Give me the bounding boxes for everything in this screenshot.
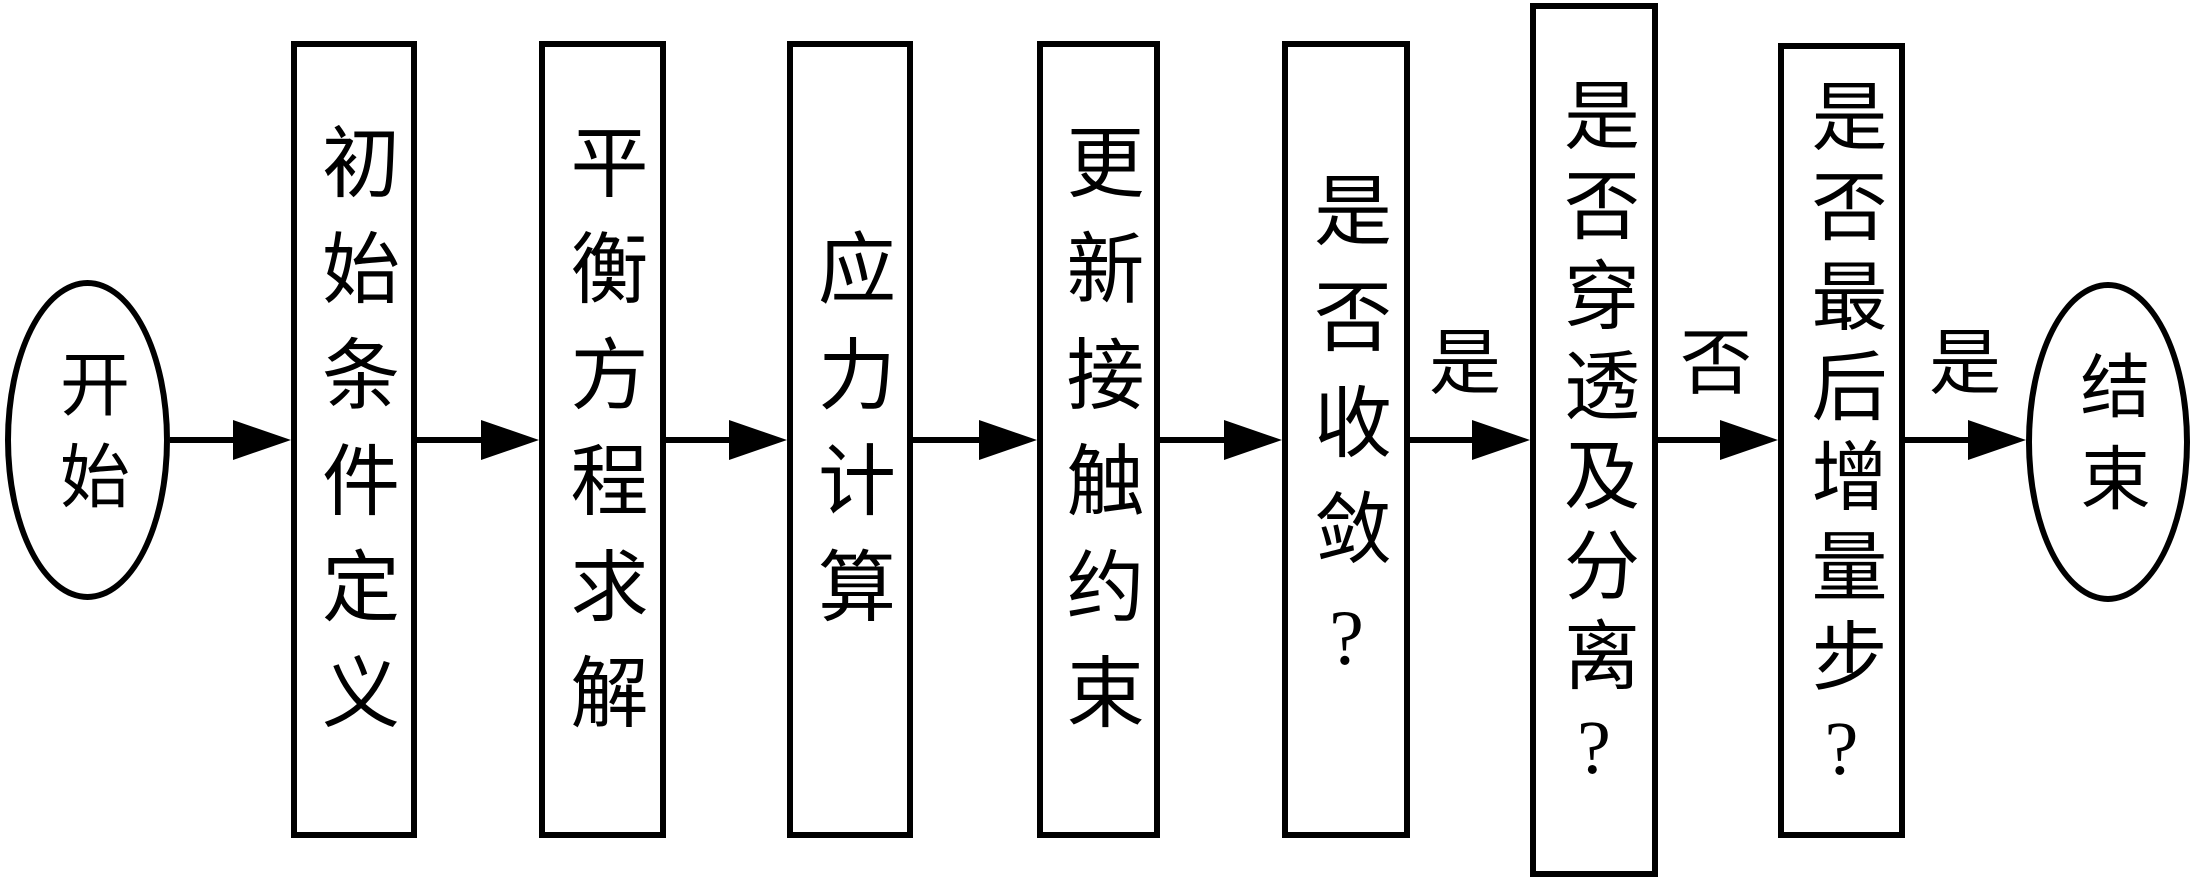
arrow-convergence-to-penetration — [1410, 420, 1530, 460]
arrow-line — [913, 437, 987, 443]
step-label: 初始条件定义 — [311, 121, 398, 758]
flow-node-update-contact-constraints: 更新接触约束 — [1037, 41, 1160, 838]
end-label: 结束 — [2070, 350, 2147, 534]
arrow-line — [1905, 437, 1976, 443]
arrow-stress-to-update — [913, 420, 1037, 460]
arrow-line — [1410, 437, 1480, 443]
arrow-lastincrement-to-end — [1905, 420, 2026, 460]
arrowhead-icon — [1472, 420, 1530, 460]
edge-label-no-penetration: 否 — [1679, 324, 1752, 404]
arrowhead-icon — [1968, 420, 2026, 460]
flow-node-end: 结束 — [2026, 282, 2190, 602]
arrow-start-to-initial — [170, 420, 291, 460]
flow-node-penetration-separation-check: 是否穿透及分离? — [1530, 3, 1658, 877]
edge-label-yes-converged: 是 — [1428, 324, 1501, 404]
arrow-update-to-convergence — [1160, 420, 1282, 460]
arrow-line — [1160, 437, 1232, 443]
flow-node-initial-conditions: 初始条件定义 — [291, 41, 417, 838]
step-label: 是否收敛? — [1303, 170, 1390, 709]
arrow-line — [417, 437, 489, 443]
arrow-line — [666, 437, 737, 443]
arrowhead-icon — [233, 420, 291, 460]
step-label: 是否穿透及分离? — [1552, 76, 1636, 804]
arrow-equilibrium-to-stress — [666, 420, 787, 460]
flow-node-start: 开始 — [5, 280, 170, 600]
step-label: 是否最后增量步? — [1799, 76, 1884, 805]
step-label: 更新接触约束 — [1055, 121, 1143, 758]
flow-node-stress-calculation: 应力计算 — [787, 41, 913, 838]
arrow-penetration-to-lastincrement — [1658, 420, 1778, 460]
edge-label-yes-laststep: 是 — [1928, 324, 2001, 404]
arrowhead-icon — [1224, 420, 1282, 460]
arrow-line — [1658, 437, 1728, 443]
step-label: 平衡方程求解 — [559, 121, 647, 758]
flow-node-convergence-check: 是否收敛? — [1282, 41, 1410, 838]
arrowhead-icon — [979, 420, 1037, 460]
flow-node-last-increment-check: 是否最后增量步? — [1778, 43, 1905, 838]
arrowhead-icon — [481, 420, 539, 460]
arrowhead-icon — [729, 420, 787, 460]
flow-node-equilibrium-solve: 平衡方程求解 — [539, 41, 666, 838]
arrow-initial-to-equilibrium — [417, 420, 539, 460]
arrow-line — [170, 437, 241, 443]
step-label: 应力计算 — [807, 227, 894, 652]
arrowhead-icon — [1720, 420, 1778, 460]
start-label: 开始 — [49, 348, 127, 532]
